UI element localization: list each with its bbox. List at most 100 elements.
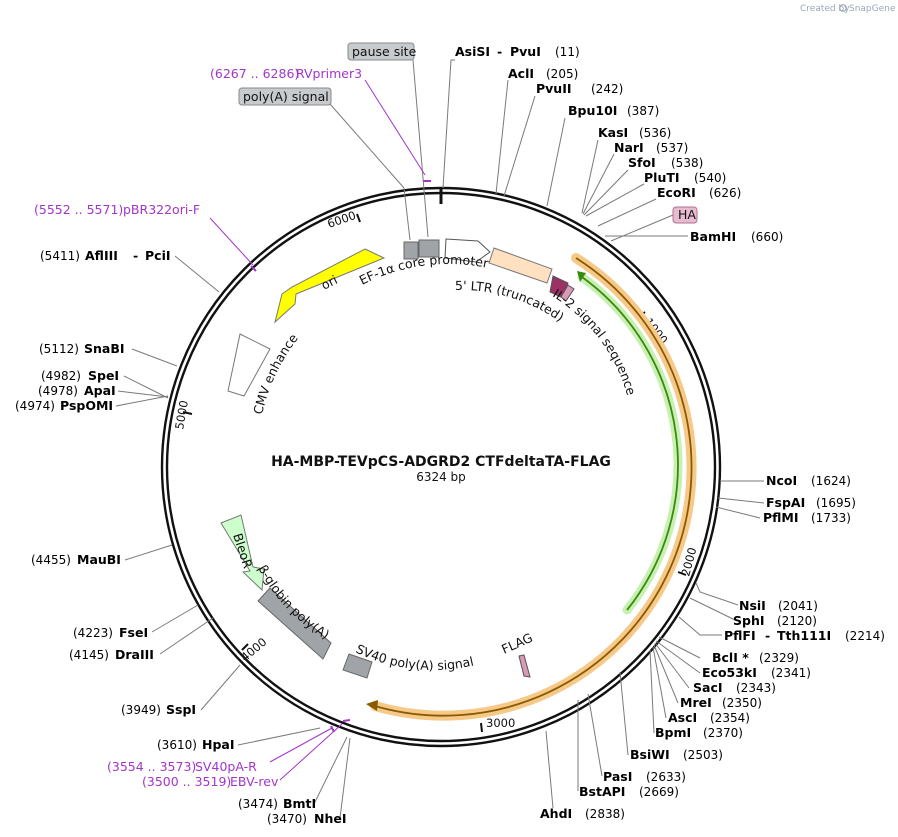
tick-2000 [677,571,687,576]
site-asisi-pvui: AsiSI-PvuI(11) [455,44,580,59]
ha-label: HA [678,207,696,222]
leader-maubi [124,544,173,561]
site-pluti: PluTI(540) [644,170,726,185]
leader-afliii [174,255,220,293]
site-name: BamHI [690,229,736,244]
rvprimer3-leader [364,79,426,176]
snapgene-logo-icon [839,4,847,12]
site-pos: (2341) [771,666,811,680]
orf-green-line [581,276,679,611]
beta-globin-polya-block [257,587,332,660]
site-name: Bpu10I [568,103,617,118]
leader-draiii [159,617,214,655]
site-pos: (242) [591,82,623,96]
site-name: NsiI [739,598,766,613]
site-pos: (3470) [267,812,307,826]
rvprimer3-name: RVprimer3 [296,66,362,81]
orf-main [366,253,697,721]
sv40pa-r-leader [269,727,333,763]
plasmid-title: HA-MBP-TEVpCS-ADGRD2 CTFdeltaTA-FLAG [271,454,611,470]
site-snabi: (5112)SnaBI [39,341,125,356]
orf-green-arrow-icon [577,271,586,282]
site-name: FspAI [766,495,805,510]
site-name: PciI [145,248,171,263]
site-pos: (1733) [811,511,851,525]
site-name: MreI [680,695,712,710]
site-pos: (387) [627,104,659,118]
site-pos: (5411) [40,249,80,263]
site-pos: (3949) [121,703,161,717]
site-ahdi: AhdI(2838) [540,806,625,821]
site-pos: (11) [555,45,580,59]
site-pos: (4145) [69,648,109,662]
bleor-arrow [220,514,265,592]
orf-main-line [374,257,693,717]
site-pos: (2838) [585,807,625,821]
leader-sfoi [583,169,629,216]
tick-label-5000: 5000 [172,399,191,430]
site-bmti: (3474)BmtI [238,796,316,811]
site-fsei: (4223)FseI [73,625,148,640]
site-name: PluTI [644,170,680,185]
cmv-enhancer-block [227,333,271,397]
site-name: Eco53kI [702,665,757,680]
leader-spei [123,375,169,399]
site-nhei: (3470)NheI [267,811,347,826]
site-bcli: BclI *(2329) [712,650,799,665]
ha-label-box [672,206,698,224]
orf-main-highlight [370,253,697,721]
rvprimer3-range: (6267 .. 6286) [210,66,299,81]
site-nari: NarI(537) [614,140,688,155]
site-pos: (2370) [703,726,743,740]
site-name: AclI [508,66,534,81]
leader-bcli [658,636,701,659]
ltr-block [488,247,553,284]
feature-poly-a-signal [403,241,419,260]
leader-asisi [442,59,455,189]
site-pos: (4455) [31,553,71,567]
site-name: PasI [603,769,632,784]
ebv-rev-mark [342,719,351,722]
leader-ecori [597,198,657,227]
site-pflmi: PflMI(1733) [763,510,851,525]
site-saci: SacI(2343) [693,680,776,695]
site-apai: (4978) ApaI [38,383,116,398]
site-name: BstAPI [579,784,625,799]
leader-mrei [653,644,679,704]
site-name: Tth111I [777,628,831,643]
flag-label: FLAG [499,630,535,657]
sv40pa-r-name: SV40pA-R [195,759,257,774]
leader-bmti [313,736,348,805]
site-name: NarI [614,140,644,155]
site-name: SacI [693,680,723,695]
pbr322ori-range: (5552 .. 5571) [34,202,123,217]
leader-sphi [689,597,736,621]
poly-a-box [238,87,332,106]
site-kasi: KasI(536) [598,125,671,140]
site-pos: (2120) [777,614,817,628]
tick-4000 [241,643,249,651]
ef1a-promoter-arrow [444,238,491,263]
primer-ebv-rev: (3500 .. 3519) EBV-rev [142,719,351,789]
ltr-label-path: 5' LTR (truncated) [455,278,567,325]
site-pos: (538) [671,156,703,170]
pbr322ori-leader [209,217,254,266]
leader-saci [654,642,690,689]
poly-a-callout: poly(A) signal [238,87,411,241]
site-spei: (4982)SpeI [41,368,119,383]
poly-a-leader-2 [403,187,411,241]
site-name: FseI [119,625,148,640]
site-pos: (4978) [38,384,78,398]
site-name: AsiSI [455,44,490,59]
poly-a-signal-block [403,241,419,260]
site-name: SphI [733,613,765,628]
leader-nari [582,153,615,215]
sv40pa-r-mark [330,725,335,733]
plasmid-size: 6324 bp [416,470,466,484]
tick-5000 [182,411,193,415]
ha-leader [610,214,674,242]
site-name: ApaI [84,383,116,398]
site-pasi: PasI(2633) [603,769,686,784]
site-name: MauBI [77,552,121,567]
